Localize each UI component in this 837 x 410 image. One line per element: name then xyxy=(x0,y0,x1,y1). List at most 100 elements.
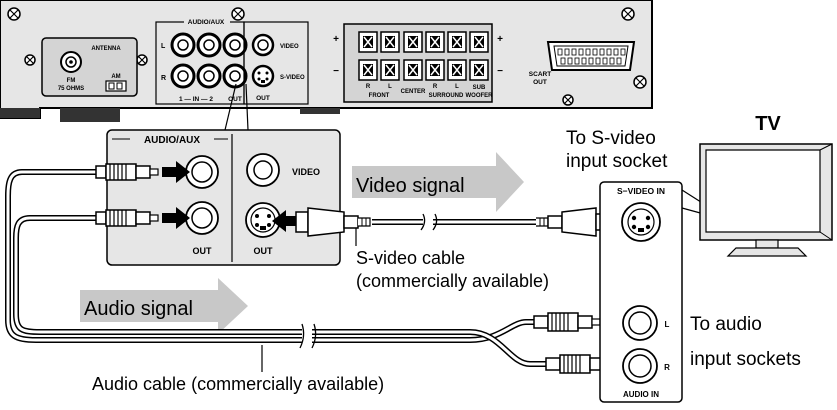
device-rear-panel: ANTENNA FM 75 OHMS AM AUDIO/AUX L R 1 — … xyxy=(0,0,653,122)
tv-icon: TV xyxy=(699,113,833,257)
speaker-terminals xyxy=(358,31,489,81)
zoomed-connector-panel: AUDIO/AUX OUT VIDEO OUT xyxy=(106,129,341,266)
scart-pin xyxy=(606,48,612,56)
tv-title: TV xyxy=(755,113,781,135)
woofer-label: WOOFER xyxy=(466,93,494,99)
panel-screw-icon xyxy=(562,94,574,106)
rca-plug-icon xyxy=(95,209,159,227)
scart-pin xyxy=(574,57,580,65)
fm-label: FM xyxy=(67,78,76,84)
audio-cable xyxy=(5,169,546,372)
to-audio-label-line2: input sockets xyxy=(690,349,801,370)
speaker-l-surround-label: L xyxy=(455,84,459,90)
svideo-cable xyxy=(355,213,536,246)
speaker-terminal-icon xyxy=(358,59,378,81)
sub-label: SUB xyxy=(473,85,486,91)
audio-in-label: AUDIO IN xyxy=(623,390,659,399)
am-label: AM xyxy=(111,74,120,80)
plus-sign: + xyxy=(333,34,339,45)
plus-sign: + xyxy=(497,34,503,45)
scart-connector-icon xyxy=(546,41,636,71)
scart-pin xyxy=(609,57,615,65)
scart-pin xyxy=(592,48,598,56)
fm-antenna-jack-icon xyxy=(60,51,82,73)
minus-sign: − xyxy=(497,66,503,77)
speaker-r-front-label: R xyxy=(366,84,371,90)
zoom-audio-aux-label: AUDIO/AUX xyxy=(144,135,200,146)
svideo-out-label: OUT xyxy=(256,95,270,102)
jack-r-label: R xyxy=(161,75,166,82)
panel-screw-icon xyxy=(633,75,647,89)
video-signal-arrow: Video signal xyxy=(352,152,524,212)
scart-pin xyxy=(620,48,626,56)
audio-aux-label: AUDIO/AUX xyxy=(188,19,225,26)
svideo-plug-icon xyxy=(295,207,371,237)
rca-jack-icon xyxy=(222,63,248,89)
svideo-cable-label-line2: (commercially available) xyxy=(356,271,549,291)
tv-input-panel: S−VIDEO IN L R AUDIO IN xyxy=(599,181,683,403)
panel-screw-icon xyxy=(621,7,635,21)
center-label: CENTER xyxy=(401,89,426,95)
audio-cable-label: Audio cable (commercially available) xyxy=(92,374,384,394)
speaker-terminal-icon xyxy=(469,31,489,53)
scart-out-label: OUT xyxy=(533,79,547,86)
zoom-svideo-out-label: OUT xyxy=(254,246,274,256)
video-section xyxy=(243,21,309,105)
zoom-audio-out-label: OUT xyxy=(193,246,213,256)
rca-jack-icon xyxy=(170,63,196,89)
tv-audio-jack-l-icon xyxy=(622,305,658,341)
speaker-terminal-icon xyxy=(380,59,400,81)
panel-screw-icon xyxy=(231,7,245,21)
rca-jack-icon xyxy=(196,63,222,89)
rca-plug-icon xyxy=(533,312,601,332)
scart-pin xyxy=(585,48,591,56)
speaker-terminal-icon xyxy=(447,59,467,81)
zoom-rca-jack-icon xyxy=(185,201,219,235)
rca-jack-icon xyxy=(222,32,248,58)
speaker-terminal-icon xyxy=(380,31,400,53)
tv-audio-jack-r-icon xyxy=(622,348,658,384)
svideo-jack-icon xyxy=(251,64,275,88)
scart-pin xyxy=(595,57,601,65)
scart-pin xyxy=(571,48,577,56)
scart-pin xyxy=(564,48,570,56)
speaker-terminal-icon xyxy=(425,59,445,81)
scart-pin xyxy=(613,48,619,56)
speaker-l-front-label: L xyxy=(388,84,392,90)
zoom-svideo-jack-icon xyxy=(245,202,281,238)
tv-jack-r-label: R xyxy=(664,363,670,372)
zoom-video-jack-icon xyxy=(246,153,280,187)
speaker-terminal-icon xyxy=(403,59,423,81)
scart-pin xyxy=(602,57,608,65)
speaker-terminal-icon xyxy=(403,31,423,53)
antenna-label: ANTENNA xyxy=(91,46,121,52)
insert-arrow-icon xyxy=(162,207,190,229)
panel-screw-icon xyxy=(24,54,36,66)
surround-label: SURROUND xyxy=(429,93,464,99)
audio-signal-label: Audio signal xyxy=(84,298,193,320)
fm-ohms-label: 75 OHMS xyxy=(58,86,84,92)
audio-signal-arrow: Audio signal xyxy=(80,278,248,334)
zoom-rca-jack-icon xyxy=(185,155,219,189)
speaker-terminal-icon xyxy=(469,59,489,81)
scart-pin xyxy=(588,57,594,65)
insert-arrow-icon xyxy=(162,161,190,183)
insert-arrow-icon xyxy=(272,210,296,232)
video-label: VIDEO xyxy=(280,44,299,50)
tv-jack-l-label: L xyxy=(665,320,670,329)
zoom-line xyxy=(245,83,249,131)
svideo-plug-icon xyxy=(536,207,603,237)
to-svideo-label-line2: input socket xyxy=(566,151,668,172)
video-signal-label: Video signal xyxy=(356,175,465,197)
minus-sign: − xyxy=(333,66,339,77)
in-label: 1 — IN — 2 xyxy=(179,96,213,103)
scart-pin xyxy=(616,57,622,65)
svideo-label: S-VIDEO xyxy=(280,75,305,81)
audio-out-label: OUT xyxy=(228,96,242,103)
rca-jack-icon xyxy=(170,32,196,58)
scart-pin xyxy=(567,57,573,65)
scart-label: SCART xyxy=(529,71,551,78)
svideo-in-label: S−VIDEO IN xyxy=(617,186,665,196)
to-audio-label-line1: To audio xyxy=(690,314,762,335)
